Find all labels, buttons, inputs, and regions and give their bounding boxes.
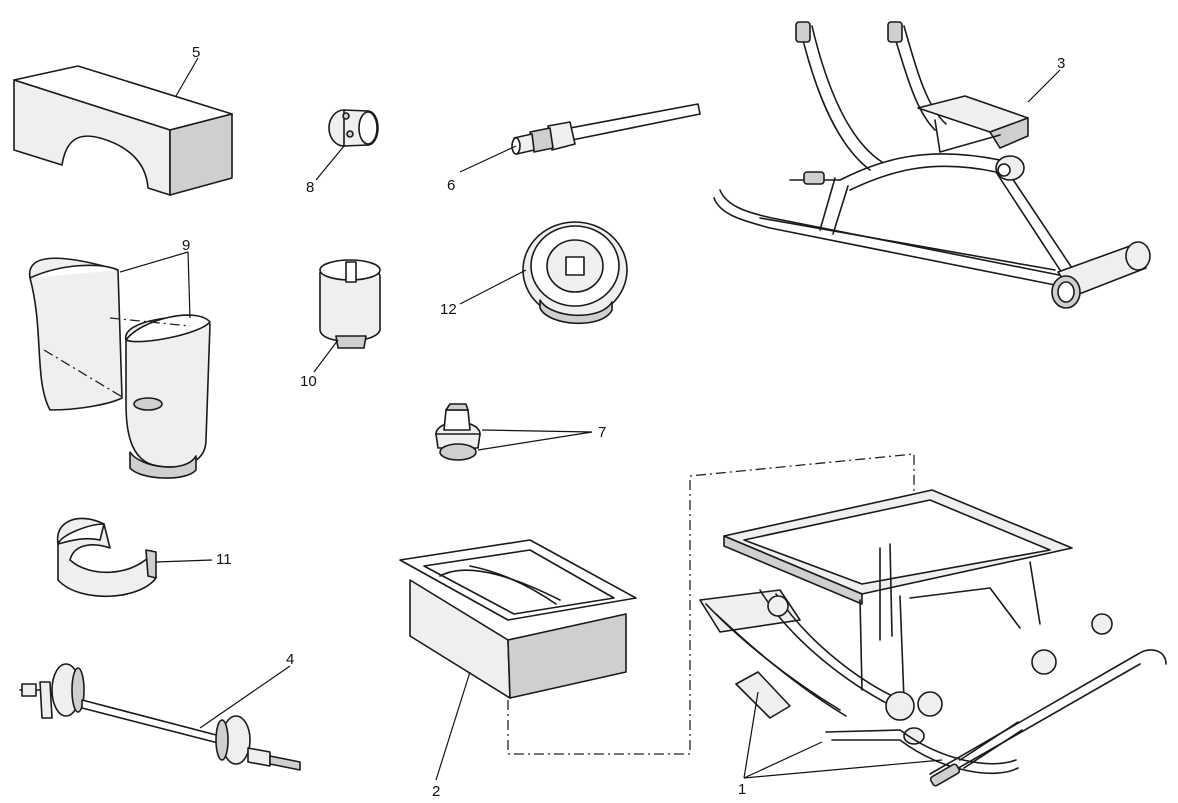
part-8-pin [328,109,379,147]
callout-11: 11 [216,551,232,568]
callout-2: 2 [432,783,440,800]
callout-12: 12 [440,301,457,318]
part-12-nut [522,221,628,325]
callout-6: 6 [447,177,455,194]
part-5-block [13,65,233,196]
part-6-rod [511,103,701,155]
callout-10: 10 [300,373,317,390]
callout-9: 9 [182,237,190,254]
part-7-plug [435,403,481,461]
callout-8: 8 [306,179,314,196]
callout-1: 1 [738,781,746,798]
part-2-tray [399,453,915,755]
callout-4: 4 [286,651,294,668]
callout-5: 5 [192,44,200,61]
part-10-socket [319,259,381,349]
part-9-shells [28,257,211,479]
callout-7: 7 [598,424,606,441]
part-1-lift [699,489,1167,787]
part-3-stand [713,21,1151,309]
callout-labels: 5 8 6 3 9 10 12 7 11 4 2 1 [182,44,1065,800]
callout-3: 3 [1057,55,1065,72]
leader-lines [119,57,1061,781]
part-4-puller [19,663,301,771]
part-11-clip [56,517,157,598]
